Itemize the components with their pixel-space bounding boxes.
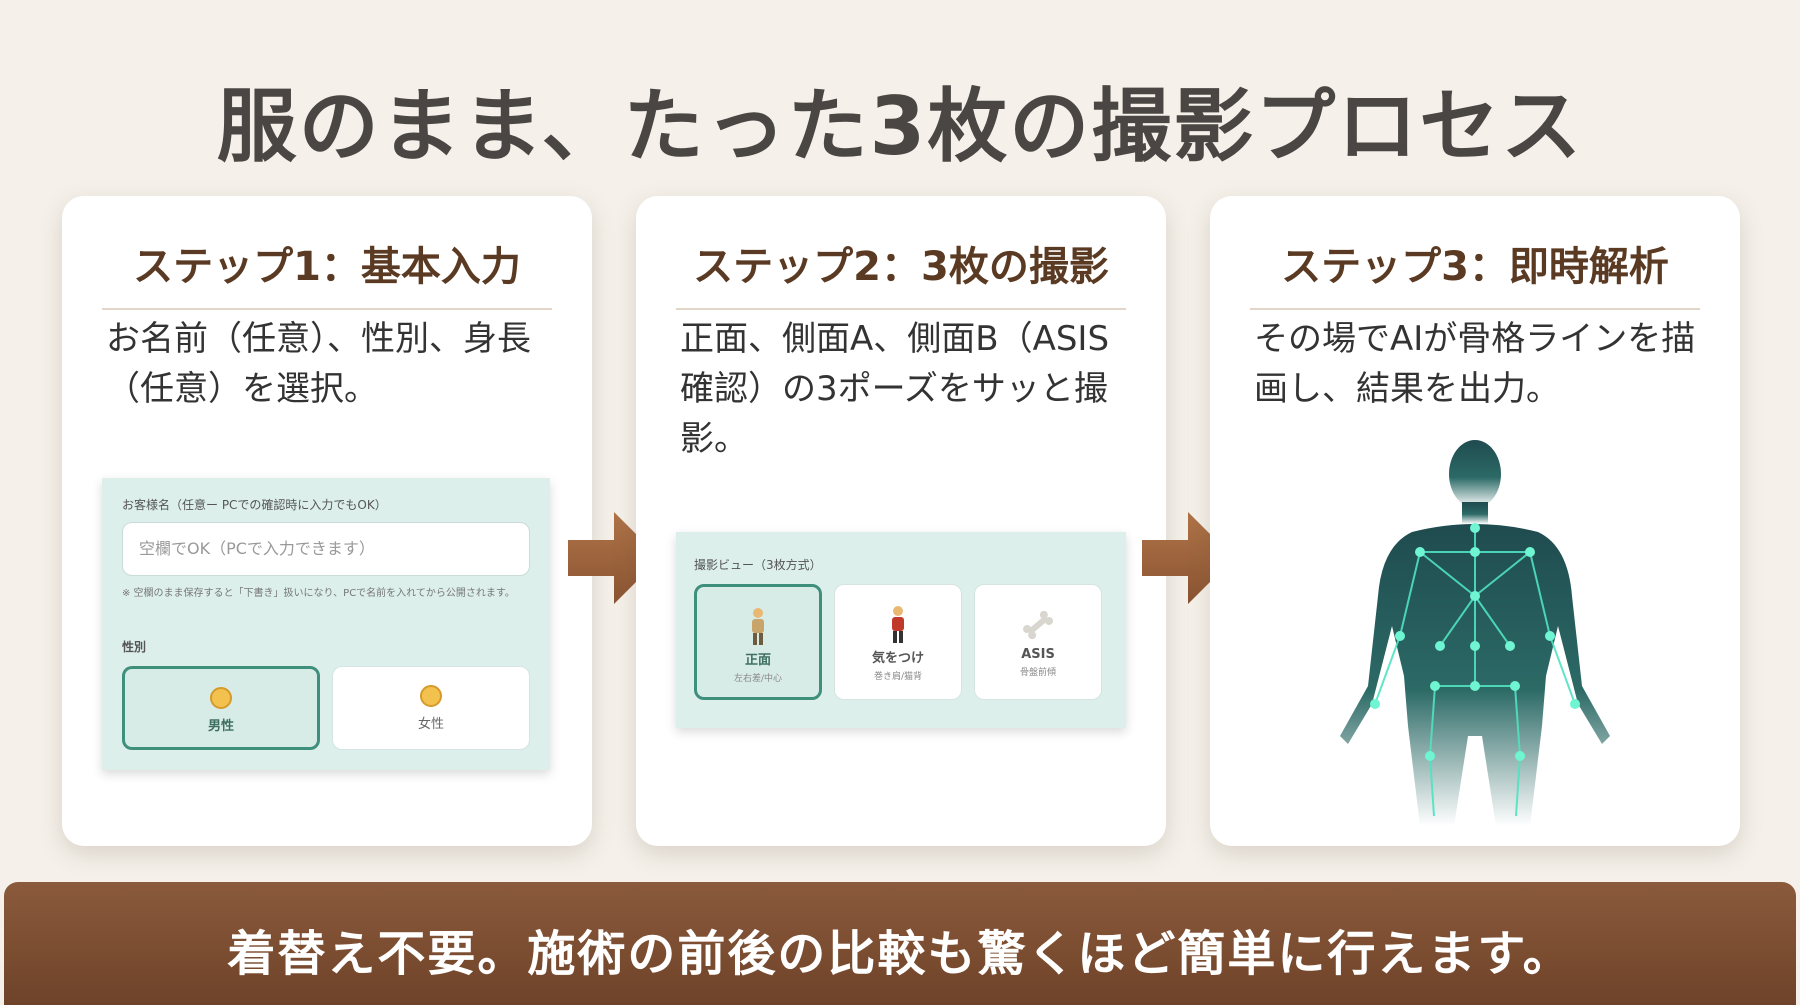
capture-view-panel: 撮影ビュー（3枚方式） 正面 左右差/中心 気をつけ 巻き肩/猫背 xyxy=(676,532,1126,728)
step-2-description: 正面、側面A、側面B（ASIS確認）の3ポーズをサッと撮影。 xyxy=(680,319,1110,459)
basic-input-form: お客様名（任意ー PCでの確認時に入力でもOK） 空欄でOK（PCで入力できます… xyxy=(102,478,550,770)
customer-name-input[interactable]: 空欄でOK（PCで入力できます） xyxy=(122,522,530,576)
gender-male-label: 男性 xyxy=(207,719,234,734)
view-asis-button[interactable]: ASIS 骨盤前傾 xyxy=(974,584,1102,700)
bone-icon xyxy=(1023,610,1053,640)
step-3-title: ステップ3：即時解析 xyxy=(1250,234,1700,310)
view-front-label: 正面 xyxy=(744,653,771,668)
gender-female-button[interactable]: 女性 xyxy=(332,666,530,750)
skeleton-analysis-figure-icon xyxy=(1340,440,1610,826)
step-1-card: ステップ1：基本入力 お名前（任意）、性別、身長（任意）を選択。 お客様名（任意… xyxy=(62,196,592,846)
capture-view-label: 撮影ビュー（3枚方式） xyxy=(694,558,822,572)
woman-face-icon xyxy=(420,685,442,707)
gender-male-button[interactable]: 男性 xyxy=(122,666,320,750)
view-asis-sub: 骨盤前傾 xyxy=(1019,668,1056,678)
footer-message: 着替え不要。施術の前後の比較も驚くほど簡単に行えます。 xyxy=(227,926,1573,982)
view-front-sub: 左右差/中心 xyxy=(733,674,783,684)
view-asis-label: ASIS xyxy=(1021,647,1055,662)
standing-person-icon xyxy=(892,606,904,643)
step-2-title: ステップ2：3枚の撮影 xyxy=(676,234,1126,310)
man-face-icon xyxy=(210,687,232,709)
gender-female-label: 女性 xyxy=(417,717,444,732)
step-1-description: お名前（任意）、性別、身長（任意）を選択。 xyxy=(106,319,531,409)
view-attention-button[interactable]: 気をつけ 巻き肩/猫背 xyxy=(834,584,962,700)
gender-label: 性別 xyxy=(122,640,147,654)
save-note: ※ 空欄のまま保存すると「下書き」扱いになり、PCで名前を入れてから公開されます… xyxy=(122,588,515,599)
step-1-title: ステップ1：基本入力 xyxy=(102,234,552,310)
view-attention-sub: 巻き肩/猫背 xyxy=(873,672,923,682)
name-field-label: お客様名（任意ー PCでの確認時に入力でもOK） xyxy=(122,498,387,512)
view-front-button[interactable]: 正面 左右差/中心 xyxy=(694,584,822,700)
step-3-card: ステップ3：即時解析 その場でAIが骨格ラインを描画し、結果を出力。 xyxy=(1210,196,1740,846)
standing-person-icon xyxy=(752,608,764,645)
step-3-description: その場でAIが骨格ラインを描画し、結果を出力。 xyxy=(1254,319,1696,409)
step-2-card: ステップ2：3枚の撮影 正面、側面A、側面B（ASIS確認）の3ポーズをサッと撮… xyxy=(636,196,1166,846)
footer-banner: 着替え不要。施術の前後の比較も驚くほど簡単に行えます。 xyxy=(4,882,1796,1005)
view-attention-label: 気をつけ xyxy=(871,651,924,666)
page-title: 服のまま、たった3枚の撮影プロセス xyxy=(216,80,1584,173)
